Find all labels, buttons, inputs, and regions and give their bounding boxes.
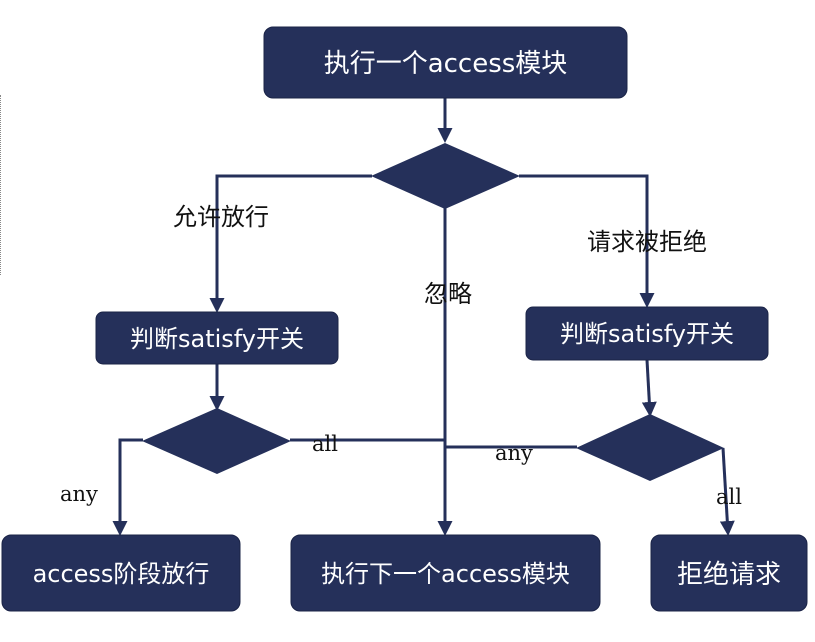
- decision-diamond-right: [576, 414, 724, 481]
- node-next-module-label: 执行下一个access模块: [321, 560, 570, 588]
- edge-label-allow: 允许放行: [173, 203, 269, 231]
- node-deny-label: 拒绝请求: [677, 560, 781, 590]
- node-allow: access阶段放行: [1, 534, 241, 612]
- node-check-left-label: 判断satisfy开关: [130, 325, 304, 353]
- node-start-label: 执行一个access模块: [324, 49, 568, 79]
- node-deny: 拒绝请求: [650, 534, 808, 612]
- node-allow-label: access阶段放行: [33, 560, 210, 588]
- edge-diamond-to-right-check: [519, 174, 655, 308]
- decision-diamond-left: [142, 408, 291, 474]
- edge-right-check-to-right-diamond: [641, 359, 657, 417]
- edge-label-left-all: all: [312, 432, 338, 456]
- node-check-left: 判断satisfy开关: [95, 311, 339, 365]
- edge-label-denied: 请求被拒绝: [587, 228, 707, 256]
- decision-diamond-top: [371, 143, 520, 209]
- edge-left-diamond-to-allow: [112, 438, 143, 536]
- edges: [112, 98, 735, 536]
- node-check-right-label: 判断satisfy开关: [560, 320, 734, 348]
- edge-label-right-all: all: [716, 485, 742, 509]
- node-next-module: 执行下一个access模块: [290, 534, 601, 612]
- edge-label-ignore: 忽略: [424, 280, 472, 308]
- edge-right-diamond-to-deny: [719, 447, 735, 536]
- node-check-right: 判断satisfy开关: [525, 306, 769, 361]
- edge-label-right-any: any: [495, 441, 533, 465]
- edge-label-left-any: any: [60, 482, 98, 506]
- edge-diamond-to-left-check: [209, 174, 372, 313]
- node-start: 执行一个access模块: [263, 26, 628, 99]
- left-edge-dotted-line: [0, 95, 2, 275]
